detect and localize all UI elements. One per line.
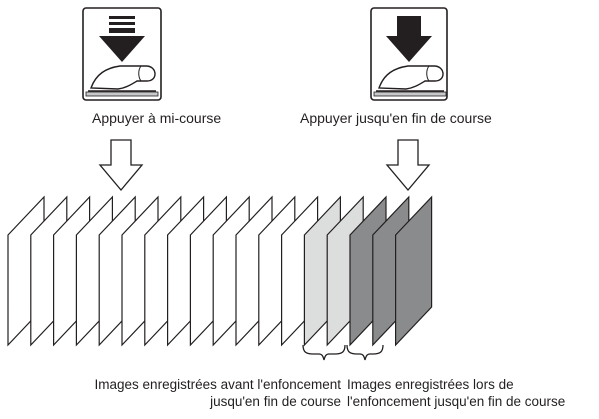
full-press-label: Appuyer jusqu'en fin de course [300, 110, 492, 126]
image-frame-stack [7, 195, 433, 347]
caption-during-line-1: Images enregistrées lors de [347, 377, 514, 392]
bracket-before [302, 344, 346, 361]
caption-before-line-2: jusqu'en fin de course [210, 394, 341, 409]
bracket-during [346, 344, 384, 361]
half-press-down-arrow-icon [98, 139, 144, 192]
caption-before-line-1: Images enregistrées avant l'enfoncement [94, 377, 341, 392]
half-press-label: Appuyer à mi-course [92, 110, 222, 126]
shutter-half-press-icon [82, 7, 162, 101]
full-press-down-arrow-icon [385, 139, 431, 192]
caption-during-full-press: Images enregistrées lors de l'enfoncemen… [347, 376, 599, 410]
caption-during-line-2: l'enfoncement jusqu'en fin de course [347, 394, 566, 409]
caption-before-full-press: Images enregistrées avant l'enfoncement … [41, 376, 341, 410]
frame-during-full-press [395, 195, 433, 347]
shutter-full-press-icon [370, 7, 448, 101]
